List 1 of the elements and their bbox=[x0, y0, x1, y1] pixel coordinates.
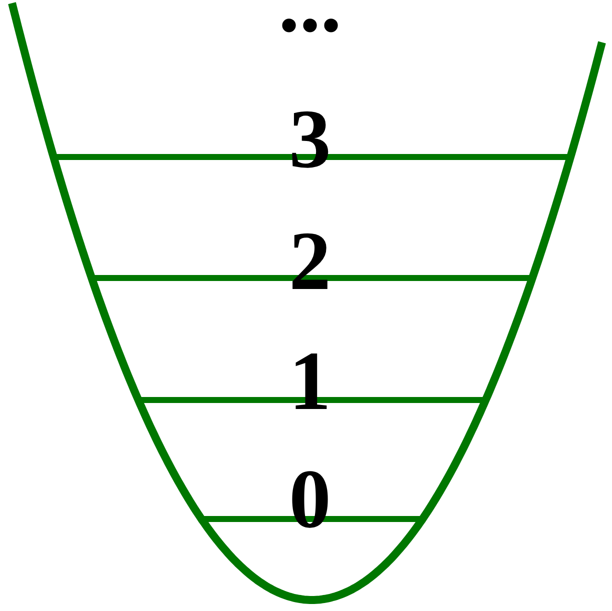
ellipsis-label: ... bbox=[278, 0, 342, 46]
